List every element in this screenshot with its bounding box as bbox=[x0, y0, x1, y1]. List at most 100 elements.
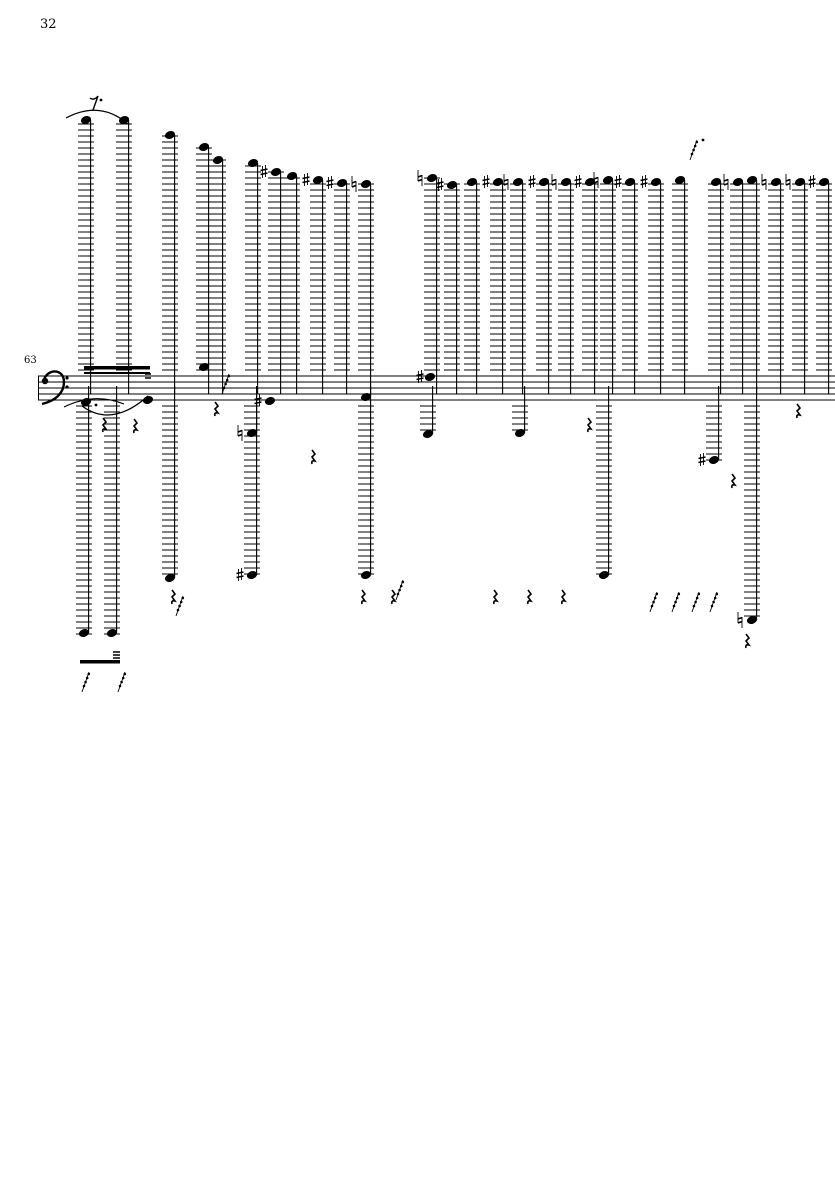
note-head bbox=[212, 156, 224, 164]
grace-rest-group bbox=[712, 600, 715, 604]
sharp-icon bbox=[302, 180, 310, 184]
quarter-rest bbox=[795, 403, 802, 419]
natural-icon bbox=[737, 620, 743, 624]
note-head bbox=[312, 176, 324, 184]
grace-rest-group bbox=[401, 580, 405, 584]
natural-icon bbox=[785, 182, 791, 186]
grace-rest-group bbox=[697, 592, 701, 596]
natural-icon bbox=[593, 180, 599, 184]
note-head bbox=[164, 574, 176, 582]
note-head bbox=[286, 172, 298, 180]
note-head bbox=[650, 178, 662, 186]
sharp-icon bbox=[640, 178, 648, 182]
natural-icon bbox=[593, 176, 599, 180]
page-number: 32 bbox=[40, 17, 57, 32]
natural-icon bbox=[737, 616, 743, 620]
note-head bbox=[514, 429, 526, 437]
note-head bbox=[424, 373, 436, 381]
natural-icon bbox=[503, 182, 509, 186]
sharp-icon bbox=[482, 182, 490, 186]
grace-rest-group bbox=[693, 144, 697, 148]
grace-rest-group bbox=[176, 608, 180, 612]
sharp-icon bbox=[808, 182, 816, 186]
note-head bbox=[584, 178, 596, 186]
note-head bbox=[674, 176, 686, 184]
grace-rest-group bbox=[118, 684, 122, 688]
quarter-rest bbox=[586, 417, 593, 433]
grace-rest-group bbox=[181, 596, 185, 600]
grace-rest-group bbox=[653, 596, 657, 600]
sharp-icon bbox=[326, 183, 334, 187]
quarter-rest bbox=[213, 401, 220, 417]
grace-rest-group bbox=[675, 596, 679, 600]
note-head bbox=[538, 178, 550, 186]
natural-icon bbox=[237, 429, 243, 433]
grace-rest-group bbox=[82, 684, 86, 688]
natural-icon bbox=[723, 182, 729, 186]
note-head bbox=[336, 179, 348, 187]
note-head bbox=[118, 116, 130, 124]
natural-icon bbox=[351, 184, 357, 188]
grace-rest-group bbox=[650, 604, 654, 608]
note-head bbox=[270, 168, 282, 176]
rests bbox=[81, 95, 802, 693]
grace-rest-group bbox=[655, 592, 659, 596]
natural-icon bbox=[237, 433, 243, 437]
augmentation-dot bbox=[94, 403, 98, 407]
sharp-icon bbox=[698, 456, 706, 460]
quarter-rest bbox=[390, 589, 397, 605]
grace-rest-group bbox=[695, 140, 699, 144]
note-head bbox=[360, 180, 372, 188]
sharp-icon bbox=[326, 179, 334, 183]
beams bbox=[80, 366, 151, 664]
sharp-icon bbox=[614, 182, 622, 186]
augmentation-dot bbox=[99, 98, 103, 102]
note-head bbox=[106, 629, 118, 637]
sharp-icon bbox=[482, 178, 490, 182]
note-head bbox=[466, 178, 478, 186]
quarter-rest bbox=[560, 589, 567, 605]
note-head bbox=[247, 159, 259, 167]
note-head bbox=[492, 178, 504, 186]
grace-rest-group bbox=[396, 592, 400, 596]
note-head bbox=[710, 178, 722, 186]
sharp-icon bbox=[260, 168, 268, 172]
natural-icon bbox=[551, 182, 557, 186]
note-head bbox=[78, 629, 90, 637]
note-head bbox=[560, 178, 572, 186]
grace-rest-group bbox=[715, 592, 719, 596]
grace-rest-group bbox=[123, 672, 127, 676]
sharp-icon bbox=[574, 178, 582, 182]
grace-rest-group bbox=[87, 672, 91, 676]
grace-rest-group bbox=[652, 600, 655, 604]
grace-rest-group bbox=[695, 596, 699, 600]
quarter-rest bbox=[132, 418, 139, 434]
sharp-icon bbox=[698, 460, 706, 464]
grace-rest-group bbox=[85, 676, 89, 680]
grace-rest-group bbox=[84, 680, 87, 684]
natural-icon bbox=[761, 178, 767, 182]
grace-rest-group bbox=[224, 382, 227, 386]
note-head bbox=[770, 178, 782, 186]
grace-rest-group bbox=[677, 592, 681, 596]
note-heads bbox=[78, 116, 830, 637]
grace-rest-group bbox=[692, 148, 695, 152]
note-head bbox=[264, 397, 276, 405]
grace-rest-group bbox=[694, 600, 697, 604]
grace-rest-group bbox=[713, 596, 717, 600]
sharp-icon bbox=[614, 178, 622, 182]
sharp-icon bbox=[260, 172, 268, 176]
grace-rest-group bbox=[690, 152, 694, 156]
note-head bbox=[246, 571, 258, 579]
quarter-rest bbox=[360, 589, 367, 605]
note-head bbox=[512, 178, 524, 186]
sharp-icon bbox=[416, 373, 424, 377]
sharp-icon bbox=[254, 401, 262, 405]
grace-rest-group bbox=[692, 604, 696, 608]
grace-rest-group bbox=[672, 604, 676, 608]
quarter-rest bbox=[744, 633, 751, 649]
grace-rest-group bbox=[179, 600, 183, 604]
sharp-icon bbox=[528, 178, 536, 182]
note-head bbox=[818, 178, 830, 186]
